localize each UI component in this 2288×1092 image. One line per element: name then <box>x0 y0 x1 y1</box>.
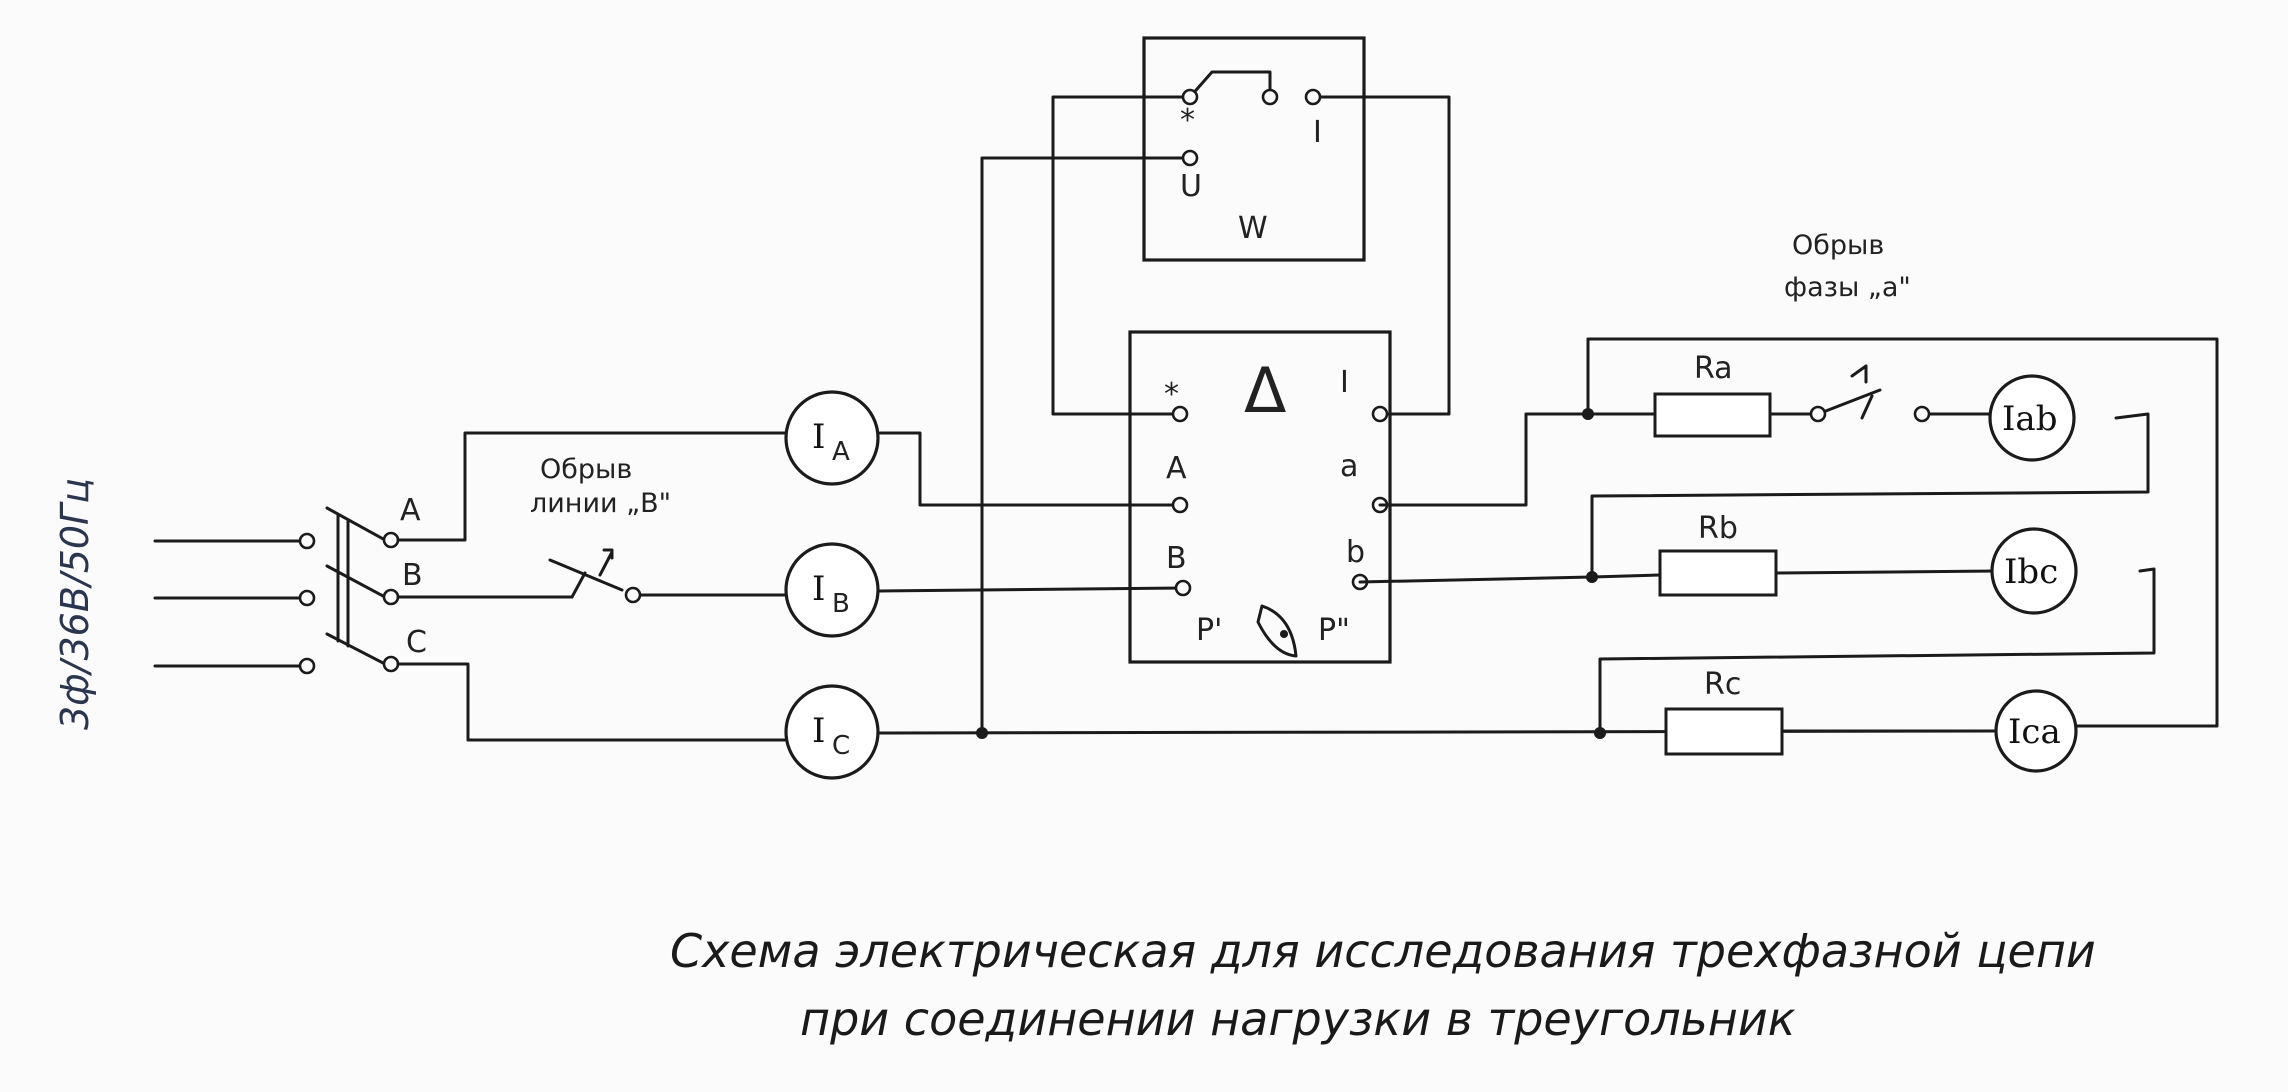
ammeter-ica: Ica <box>1994 689 2078 773</box>
resistor-ra-label: Ra <box>1694 351 1733 386</box>
ammeter-ic-main: I <box>812 711 825 751</box>
resistor-ra: Ra <box>1653 351 1772 438</box>
ammeter-ibc-label: Ibc <box>2004 552 2058 592</box>
load-wiring <box>1358 337 2219 739</box>
ammeter-ia: I A <box>784 390 880 486</box>
break-line-b-title: Обрыв <box>540 454 632 485</box>
panel-right-term-i: I <box>1340 365 1349 400</box>
break-phase-a-subtitle: фазы „а" <box>1784 272 1911 303</box>
panel-bottom-left: P' <box>1196 613 1222 648</box>
ammeter-ica-label: Ica <box>2008 712 2061 752</box>
panel-delta-symbol: Δ <box>1244 354 1286 427</box>
panel-bottom-right: P" <box>1318 613 1350 648</box>
ammeter-ic: I C <box>784 684 880 780</box>
ammeter-ib-main: I <box>812 569 825 609</box>
resistor-rb: Rb <box>1658 511 1778 597</box>
panel-left-term-star: * <box>1164 377 1179 412</box>
wattmeter-star: * <box>1180 103 1195 138</box>
phase-indicator-icon <box>1256 604 1298 658</box>
panel-right-term-a: a <box>1340 449 1358 484</box>
ammeter-ibc: Ibc <box>1990 527 2078 615</box>
wattmeter-current-terminal: I <box>1313 115 1322 150</box>
caption-line-2: при соединении нагрузки в треугольник <box>800 992 1796 1046</box>
wattmeter-voltage-terminal: U <box>1180 169 1202 204</box>
wattmeter: * I U W <box>1142 36 1366 262</box>
switch-label-b: B <box>402 558 423 593</box>
switch-label-c: C <box>406 625 427 660</box>
resistor-rc: Rc <box>1664 667 1784 756</box>
panel-right-term-b: b <box>1346 535 1365 570</box>
line-b-break-switch: Обрыв линии „В" <box>530 454 671 604</box>
ammeter-ic-sub: C <box>832 731 850 761</box>
resistor-rc-label: Rc <box>1704 667 1741 702</box>
ammeter-ib: I B <box>784 542 880 638</box>
ammeter-ia-main: I <box>812 417 825 457</box>
main-switch: A B C <box>153 493 427 675</box>
switch-label-a: A <box>400 493 421 528</box>
break-phase-a-title: Обрыв <box>1792 230 1884 261</box>
measurement-panel: Δ * A B I a b P' P" <box>1128 330 1392 664</box>
resistor-rb-label: Rb <box>1698 511 1738 546</box>
wattmeter-name: W <box>1238 211 1268 246</box>
panel-left-term-b: B <box>1166 541 1187 576</box>
ammeter-iab: Iab <box>1988 374 2076 462</box>
caption-line-1: Схема электрическая для исследования тре… <box>670 924 2096 978</box>
panel-left-term-a: A <box>1166 451 1187 486</box>
supply-label: 3ф/36В/50Гц <box>53 478 97 730</box>
ammeter-ia-sub: A <box>832 437 850 467</box>
ammeter-iab-label: Iab <box>2002 399 2057 439</box>
ammeter-ib-sub: B <box>832 589 850 619</box>
break-line-b-subtitle: линии „В" <box>530 488 671 519</box>
